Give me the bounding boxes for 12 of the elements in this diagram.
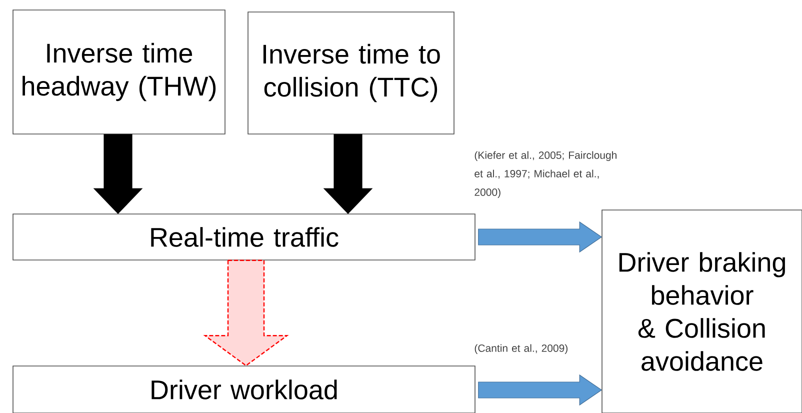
block-arrow <box>478 374 602 406</box>
edge-label: (Cantin et al., 2009) <box>474 344 568 354</box>
text-box: Inverse time to collision (TTC) <box>248 12 454 134</box>
text-box: Real-time traffic <box>12 214 476 260</box>
block-arrow <box>93 134 143 214</box>
block-arrow <box>478 221 602 253</box>
text-box: Driver workload <box>12 366 476 413</box>
block-arrow <box>323 134 373 214</box>
text-box: Driver braking behavior & Collision avoidance <box>602 210 802 413</box>
text-box: Inverse time headway (THW) <box>12 10 226 134</box>
edge-label: (Kiefer et al., 2005; Fairclough et al., 1997; Michael et al., 2000) <box>474 151 616 198</box>
block-arrow <box>203 260 289 366</box>
